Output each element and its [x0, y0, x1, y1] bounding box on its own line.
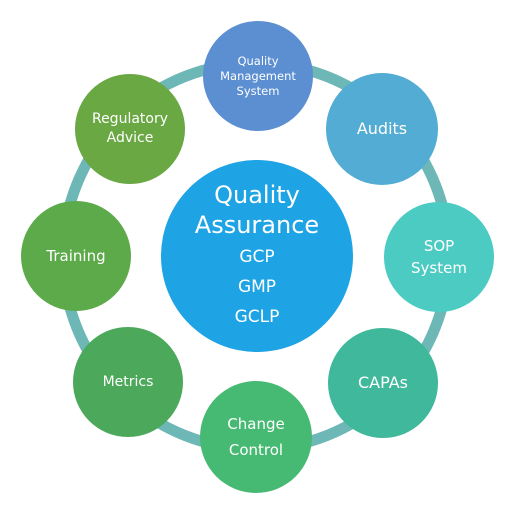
node-quality-management-system: Quality Management System — [203, 21, 313, 131]
node-label: Quality Management System — [220, 53, 296, 98]
node-label: Training — [46, 247, 106, 265]
node-label: SOP System — [411, 237, 467, 277]
center-item-gmp: GMP — [237, 277, 277, 297]
node-label: Metrics — [102, 374, 154, 390]
node-regulatory-advice: Regulatory Advice — [75, 74, 185, 184]
center-title: Quality Assurance — [194, 181, 320, 239]
center-item-gclp: GCLP — [234, 307, 280, 327]
node-metrics: Metrics — [73, 327, 183, 437]
node-audits: Audits — [326, 73, 438, 185]
node-label: Change Control — [227, 415, 285, 459]
node-change-control: Change Control — [200, 381, 312, 493]
center-item-gcp: GCP — [239, 247, 275, 267]
node-label: Regulatory Advice — [91, 111, 169, 146]
node-label: Audits — [356, 119, 408, 138]
node-training: Training — [21, 201, 131, 311]
node-label: CAPAs — [357, 373, 409, 392]
center-node-quality-assurance: Quality Assurance GCP GMP GCLP — [161, 160, 353, 352]
node-capas: CAPAs — [328, 328, 438, 438]
node-sop-system: SOP System — [384, 202, 494, 312]
